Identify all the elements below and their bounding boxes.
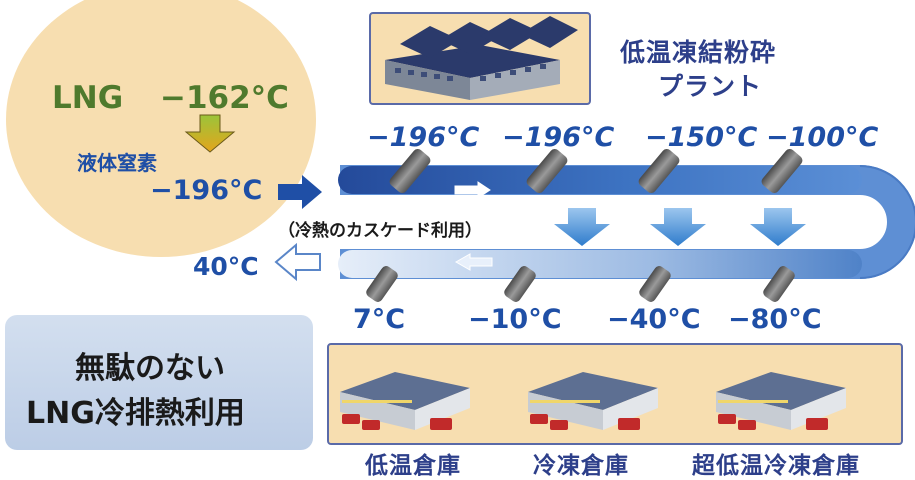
cooling-down-arrows (554, 208, 806, 246)
plant-label-line1: 低温凍結粉砕 (620, 38, 777, 67)
lng-to-nitrogen-arrow (184, 114, 236, 153)
temp-bottom-4: −80°C (728, 304, 822, 335)
lng-temp: −162°C (160, 80, 289, 116)
inlet-arrow (278, 175, 322, 209)
flow-arrow-right (454, 181, 491, 199)
lng-label: LNG (52, 80, 124, 116)
warehouse-label-2: 冷凍倉庫 (533, 453, 629, 479)
nitrogen-temp: −196°C (150, 175, 263, 206)
factory-illustration (385, 16, 578, 100)
flow-arrow-left (454, 253, 493, 271)
temp-top-2: −196°C (502, 122, 615, 153)
waste-label-line1: 無駄のない (75, 351, 225, 386)
warehouse-label-1: 低温倉庫 (365, 453, 461, 479)
temp-bottom-2: −10°C (468, 304, 562, 335)
temp-top-4: −100°C (766, 122, 879, 153)
nitrogen-label: 液体窒素 (77, 151, 157, 175)
warehouse-illustration-2 (528, 372, 658, 430)
nitrogen-source-oval (6, 0, 316, 257)
waste-label-line2: LNG冷排熱利用 (26, 396, 245, 431)
temp-top-3: −150°C (645, 122, 758, 153)
plant-label-line2: プラント (658, 72, 763, 101)
return-temp: 40°C (193, 252, 259, 281)
waste-heat-panel (5, 315, 313, 450)
temp-bottom-3: −40°C (607, 304, 701, 335)
bottom-rods (366, 266, 795, 302)
top-rods (389, 148, 803, 194)
warehouse-illustration-3 (716, 372, 846, 430)
warehouse-illustration-1 (340, 372, 470, 430)
return-arrow (274, 242, 321, 282)
temp-top-1: −196°C (367, 122, 480, 153)
temp-bottom-1: 7°C (353, 304, 406, 335)
cascade-label: （冷熱のカスケード利用） (278, 221, 482, 241)
warehouse-label-3: 超低温冷凍倉庫 (692, 453, 860, 479)
